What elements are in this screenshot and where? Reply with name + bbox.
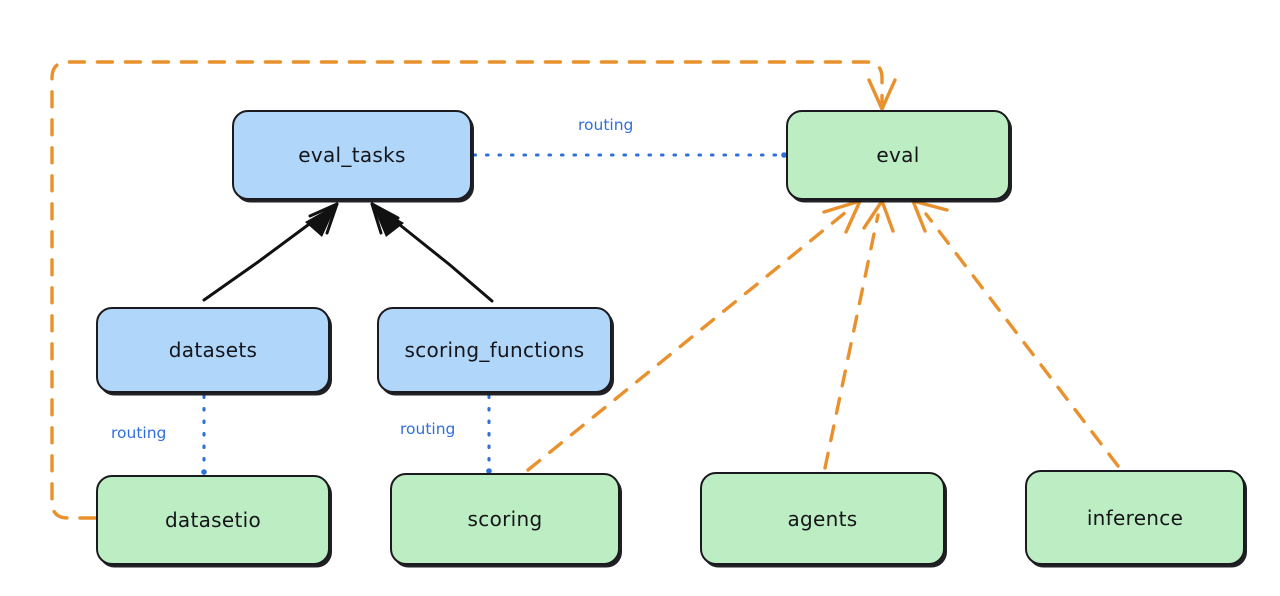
- node-eval-tasks-label: eval_tasks: [298, 143, 406, 167]
- node-agents[interactable]: agents: [700, 472, 945, 565]
- edge-label-routing-datasets: routing: [111, 424, 167, 442]
- node-scoring-label: scoring: [467, 507, 543, 531]
- node-eval-label: eval: [876, 143, 920, 167]
- edge-datasets-to-eval-tasks: [202, 202, 339, 302]
- edge-label-routing-eval: routing: [578, 116, 634, 134]
- node-eval-tasks[interactable]: eval_tasks: [232, 110, 472, 200]
- edge-scoring-functions-to-scoring: [486, 394, 492, 474]
- node-eval[interactable]: eval: [786, 110, 1010, 200]
- edge-eval-tasks-to-eval: [472, 152, 787, 158]
- edge-agents-to-eval: [823, 199, 895, 470]
- node-scoring-functions-label: scoring_functions: [404, 338, 585, 362]
- node-scoring-functions[interactable]: scoring_functions: [377, 307, 612, 393]
- node-inference-label: inference: [1086, 505, 1184, 530]
- node-inference[interactable]: inference: [1025, 470, 1245, 565]
- node-agents-label: agents: [787, 506, 858, 531]
- node-datasets[interactable]: datasets: [96, 307, 330, 393]
- edge-eval-to-datasetio: [50, 60, 897, 520]
- node-datasets-label: datasets: [168, 338, 258, 362]
- edge-datasets-to-datasetio: [201, 394, 207, 475]
- edge-scoring-functions-to-eval-tasks: [370, 202, 494, 303]
- node-datasetio[interactable]: datasetio: [96, 475, 330, 565]
- node-scoring[interactable]: scoring: [390, 473, 620, 565]
- edge-inference-to-eval: [911, 199, 1120, 468]
- node-datasetio-label: datasetio: [164, 508, 262, 532]
- edge-label-routing-scoring: routing: [400, 420, 456, 438]
